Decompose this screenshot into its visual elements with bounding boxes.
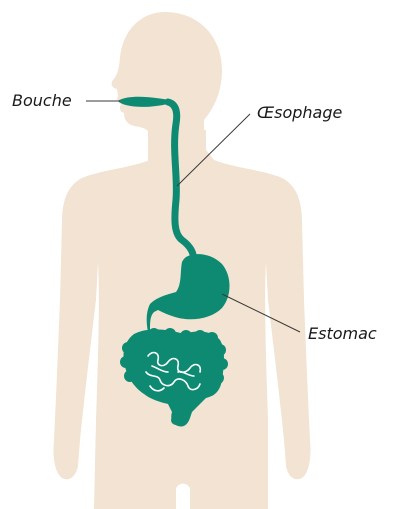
torso bbox=[53, 150, 310, 509]
stomach-label: Estomac bbox=[308, 324, 377, 343]
mouth-label: Bouche bbox=[12, 91, 72, 110]
body-silhouette bbox=[53, 12, 310, 509]
crotch-gap bbox=[176, 484, 190, 509]
esophagus-label: Œsophage bbox=[257, 103, 343, 122]
head bbox=[112, 12, 222, 150]
